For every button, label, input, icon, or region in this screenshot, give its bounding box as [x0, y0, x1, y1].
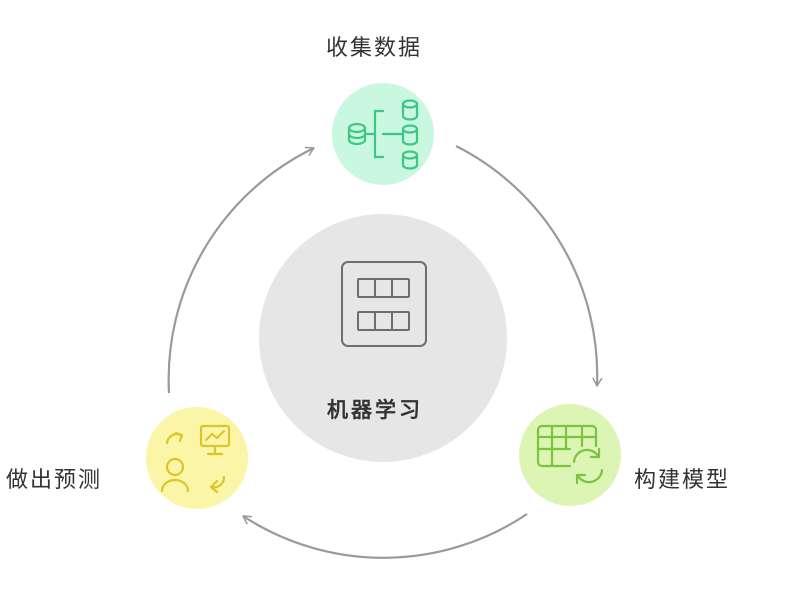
make-predictions-circle	[146, 407, 248, 509]
build-model-circle	[519, 404, 621, 506]
step-label-build-model: 构建模型	[634, 468, 731, 493]
arrow-build-to-predict	[242, 513, 528, 559]
step-label-collect-data: 收集数据	[326, 36, 423, 61]
arrow-collect-to-build	[455, 145, 603, 387]
grid-panel-icon	[341, 261, 427, 347]
center-title: 机器学习	[327, 398, 423, 422]
arrow-predict-to-collect	[167, 146, 315, 394]
presenter-chart-icon	[160, 424, 231, 494]
database-tree-icon	[347, 99, 419, 170]
step-label-make-predictions: 做出预测	[6, 468, 103, 493]
center-circle	[259, 214, 507, 462]
table-refresh-icon	[536, 424, 604, 485]
